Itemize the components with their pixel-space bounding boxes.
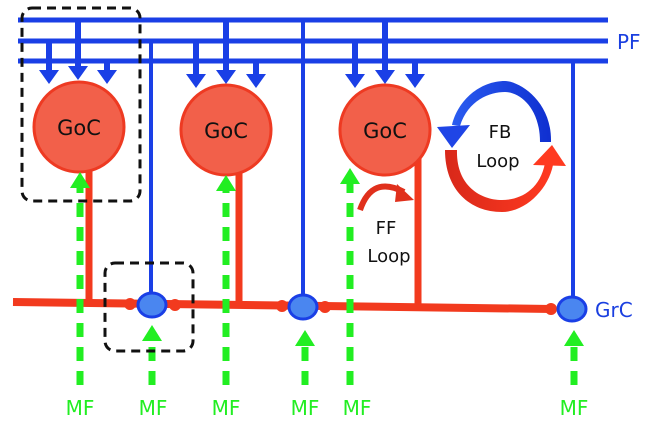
granule-cell-3	[556, 295, 588, 323]
mossy-fiber-label: MF	[212, 396, 241, 420]
parallel-fiber-label: PF	[617, 30, 641, 54]
golgi-cell-label: GoC	[363, 119, 407, 143]
fb-loop-label-2: Loop	[476, 151, 519, 172]
pf-synapse-arrowhead	[186, 74, 206, 88]
golgi-cell-body	[338, 83, 432, 177]
granule-highlight-box	[103, 261, 195, 353]
mossy-fiber-arrowhead	[70, 172, 90, 188]
ff-loop-label-1: FF	[376, 218, 397, 239]
mossy-fiber-arrowhead	[295, 330, 315, 346]
mossy-fiber-label: MF	[560, 396, 589, 420]
pf-synapse-arrowhead	[375, 70, 395, 84]
golgi-cell-body	[32, 80, 126, 174]
golgi-cell-1: GoC	[32, 80, 126, 174]
parallel-fibers	[18, 17, 608, 64]
mossy-fiber-arrowhead	[340, 168, 360, 184]
golgi-synapse-bouton	[169, 299, 181, 311]
golgi-axons	[12, 155, 557, 315]
granule-cell-2	[287, 293, 319, 321]
pf-synapse-arrowhead	[246, 74, 266, 88]
mossy-fibers	[70, 168, 584, 385]
granule-cell-axons	[149, 20, 575, 300]
pf-synapse-arrowhead	[405, 74, 425, 88]
granule-cell-label: GrC	[595, 298, 633, 322]
mossy-fiber-arrowhead	[564, 330, 584, 346]
pf-synapse-arrowhead	[39, 70, 59, 84]
fb-loop-red-arrowhead	[533, 145, 566, 166]
mossy-fiber-label: MF	[343, 396, 372, 420]
fb-loop: FB Loop	[437, 81, 566, 212]
pf-to-goc-synapses	[39, 20, 425, 88]
golgi-cell-3: GoC	[338, 83, 432, 177]
golgi-cell-label: GoC	[57, 116, 101, 140]
fb-loop-blue-arrow	[452, 81, 552, 142]
golgi-synapse-bouton	[319, 301, 331, 313]
fb-loop-label-1: FB	[489, 122, 512, 143]
ff-loop: FF Loop	[357, 183, 414, 267]
granule-cell-1	[136, 291, 168, 319]
golgi-synapse-bouton	[545, 303, 557, 315]
mossy-fiber-arrowhead	[142, 325, 162, 341]
mossy-fiber-label: MF	[291, 396, 320, 420]
granule-cells	[136, 291, 588, 323]
golgi-highlight-box	[20, 6, 142, 203]
golgi-cell-2: GoC	[179, 83, 273, 177]
ff-loop-arrowhead	[395, 184, 414, 202]
mossy-fiber-label: MF	[139, 396, 168, 420]
pf-synapse-arrowhead	[97, 70, 117, 84]
mossy-fiber-label: MF	[66, 396, 95, 420]
ff-loop-label-2: Loop	[367, 246, 410, 267]
mossy-fiber-arrowhead	[216, 175, 236, 191]
fb-loop-blue-arrowhead	[437, 125, 470, 148]
golgi-cell-label: GoC	[204, 119, 248, 143]
pf-synapse-arrowhead	[216, 70, 236, 84]
pf-synapse-arrowhead	[345, 74, 365, 88]
golgi-synapse-bouton	[276, 300, 288, 312]
fb-loop-red-arrow	[445, 150, 553, 212]
golgi-synapse-bouton	[124, 298, 136, 310]
pf-synapse-arrowhead	[68, 66, 88, 80]
